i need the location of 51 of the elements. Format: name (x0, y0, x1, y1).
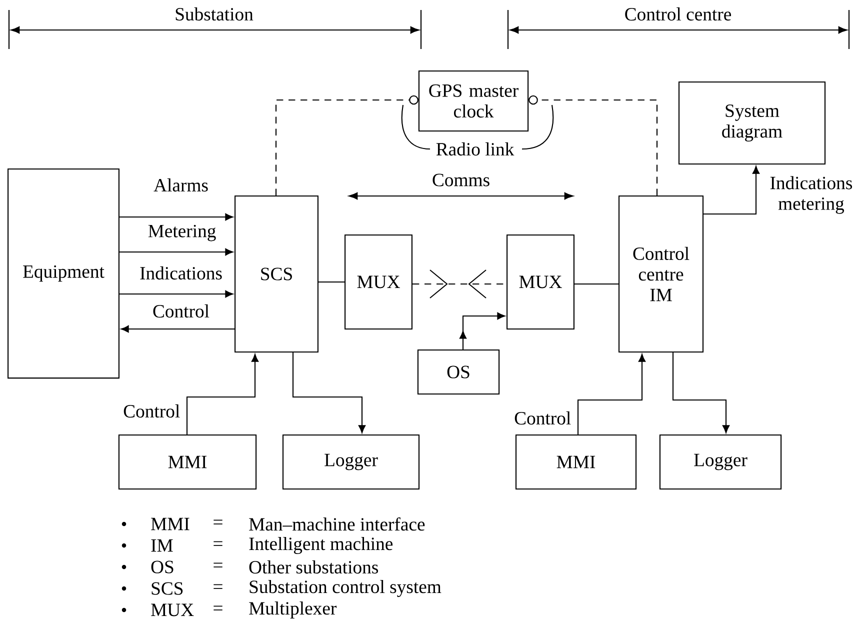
edge-label: Indications (138, 265, 224, 281)
connector (275, 95, 418, 196)
connector (574, 283, 618, 285)
definition: Multiplexer (249, 602, 337, 618)
abbreviation: MMI (151, 518, 190, 530)
connector (459, 312, 506, 350)
process-box: Logger (282, 434, 420, 490)
definition: Intelligent machine (249, 537, 393, 554)
edge-label: Control (512, 410, 572, 426)
abbreviation: SCS (152, 582, 183, 595)
abbreviation: MUX (151, 604, 194, 616)
label: Comms (432, 174, 490, 186)
connector (120, 290, 234, 298)
connector (120, 325, 234, 333)
connector (292, 352, 366, 434)
connector (120, 248, 234, 256)
label: Control centre (625, 7, 732, 21)
edge-label: Alarms (152, 177, 210, 193)
edge-label: Control (122, 403, 182, 419)
process-box: System diagram (678, 81, 826, 165)
process-box: MMI (118, 434, 257, 490)
equals-sign: = (214, 541, 222, 546)
process-box: Equipment (8, 168, 120, 379)
process-box: MMI (515, 434, 637, 490)
connector (672, 352, 730, 434)
edge-label: Indications metering (764, 174, 858, 216)
process-box: MUX (344, 234, 412, 330)
connector (577, 354, 646, 434)
process-box: MUX (506, 234, 574, 330)
connector (120, 213, 234, 221)
equals-sign: = (214, 520, 222, 524)
process-box: Control centre IM (618, 195, 704, 353)
abbreviation: IM (151, 539, 173, 552)
abbreviation: OS (151, 560, 174, 574)
connector (186, 354, 259, 434)
process-box: Logger (659, 434, 782, 490)
label: Substation (176, 7, 254, 21)
process-box: OS (417, 349, 500, 395)
definition: Other substations (249, 560, 378, 574)
edge-label: Metering (146, 223, 218, 243)
process-box: SCS (234, 195, 318, 353)
connector (318, 281, 344, 283)
connector (528, 95, 658, 196)
equals-sign: = (214, 562, 222, 568)
process-box: GPS master clock (418, 70, 529, 132)
definition: Substation control system (250, 580, 442, 597)
definition: Man–machine interface (249, 517, 425, 531)
equals-sign: = (214, 584, 222, 589)
connector (704, 166, 760, 215)
equals-sign: = (214, 606, 222, 610)
edge-label: Control (151, 303, 211, 319)
